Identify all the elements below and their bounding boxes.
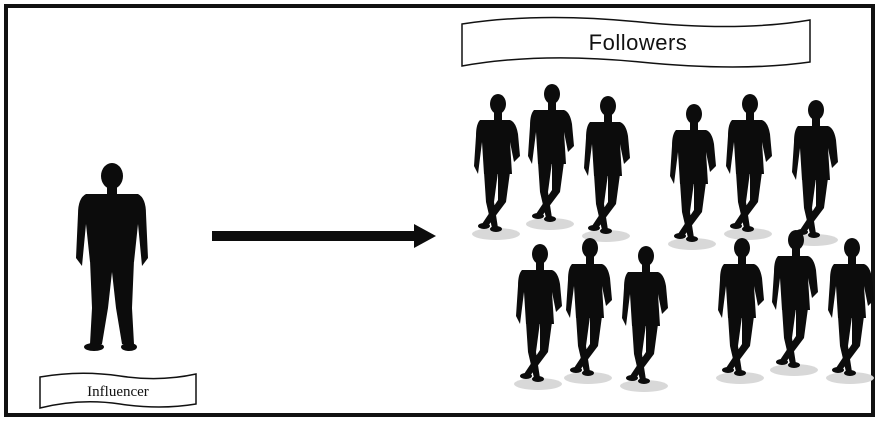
follower-person-icon <box>790 100 838 246</box>
follower-group <box>472 84 630 242</box>
follower-person-icon <box>724 94 772 240</box>
diagram-frame <box>4 4 875 417</box>
followers-label: Followers <box>588 30 688 55</box>
followers-banner <box>461 16 811 68</box>
influencer-label: Influencer <box>87 384 149 400</box>
right-arrow-icon <box>212 224 436 248</box>
follower-group <box>514 238 668 392</box>
influencer-banner <box>39 372 197 409</box>
follower-group <box>668 94 838 250</box>
follower-person-icon <box>668 104 716 250</box>
follower-person-icon <box>514 244 562 390</box>
follower-person-icon <box>564 238 612 384</box>
follower-person-icon <box>716 238 764 384</box>
follower-person-icon <box>582 96 630 242</box>
follower-person-icon <box>526 84 574 230</box>
follower-person-icon <box>826 238 874 384</box>
follower-group <box>716 230 874 384</box>
follower-person-icon <box>620 246 668 392</box>
influencer-person-icon <box>76 163 148 351</box>
follower-person-icon <box>770 230 818 376</box>
follower-person-icon <box>472 94 520 240</box>
